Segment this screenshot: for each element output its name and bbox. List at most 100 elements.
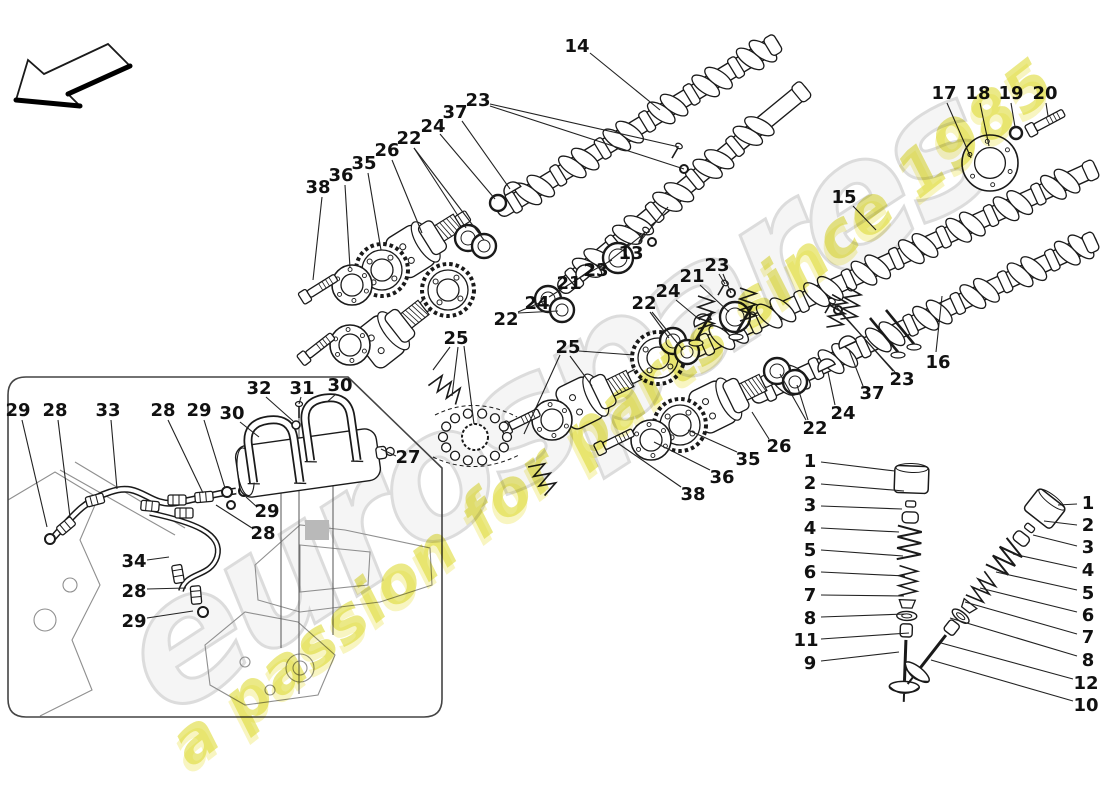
seal-ring xyxy=(1008,125,1024,141)
part-label-21[interactable]: 21 xyxy=(679,266,704,287)
screw-seal-ring xyxy=(291,420,301,430)
direction-arrow xyxy=(13,42,133,109)
part-label-24[interactable]: 24 xyxy=(830,403,855,424)
part-label-5[interactable]: 5 xyxy=(804,540,817,561)
seal-washer xyxy=(226,500,236,510)
woodruff-key xyxy=(817,358,837,373)
part-label-11[interactable]: 11 xyxy=(793,630,818,651)
part-label-29[interactable]: 29 xyxy=(254,501,279,522)
part-label-22[interactable]: 22 xyxy=(493,309,518,330)
part-label-13[interactable]: 13 xyxy=(618,243,643,264)
valve-in-situ xyxy=(694,311,714,341)
part-label-16[interactable]: 16 xyxy=(925,352,950,373)
woodruff-key xyxy=(575,264,594,281)
hose-fitting xyxy=(171,563,185,585)
valve-in-situ xyxy=(884,309,916,345)
part-label-32[interactable]: 32 xyxy=(246,378,271,399)
part-label-10[interactable]: 10 xyxy=(1073,695,1098,716)
part-label-15[interactable]: 15 xyxy=(831,187,856,208)
part-label-25[interactable]: 25 xyxy=(555,337,580,358)
part-label-17[interactable]: 17 xyxy=(931,83,956,104)
part-label-24[interactable]: 24 xyxy=(420,116,445,137)
part-label-24[interactable]: 24 xyxy=(524,293,549,314)
timing-sprocket xyxy=(420,262,476,318)
part-label-8[interactable]: 8 xyxy=(804,608,817,629)
seal-washer xyxy=(221,486,233,498)
part-label-7[interactable]: 7 xyxy=(1082,627,1095,648)
part-label-2[interactable]: 2 xyxy=(1082,515,1095,536)
part-label-25[interactable]: 25 xyxy=(443,328,468,349)
part-label-4[interactable]: 4 xyxy=(1082,560,1095,581)
part-label-35[interactable]: 35 xyxy=(735,449,760,470)
part-label-29[interactable]: 29 xyxy=(186,400,211,421)
spring xyxy=(825,293,850,328)
part-label-22[interactable]: 22 xyxy=(631,293,656,314)
part-label-29[interactable]: 29 xyxy=(5,400,30,421)
part-label-29[interactable]: 29 xyxy=(121,611,146,632)
part-label-28[interactable]: 28 xyxy=(250,523,275,544)
part-label-9[interactable]: 9 xyxy=(804,653,817,674)
seal-ring xyxy=(601,241,635,275)
part-label-23[interactable]: 23 xyxy=(889,369,914,390)
part-label-30[interactable]: 30 xyxy=(219,403,244,424)
part-label-12[interactable]: 12 xyxy=(1073,673,1098,694)
part-label-30[interactable]: 30 xyxy=(327,375,352,396)
spring xyxy=(695,295,717,330)
part-label-19[interactable]: 19 xyxy=(998,83,1023,104)
part-label-22[interactable]: 22 xyxy=(396,128,421,149)
part-label-23[interactable]: 23 xyxy=(583,260,608,281)
retaining-flange xyxy=(531,399,573,441)
part-label-36[interactable]: 36 xyxy=(709,467,734,488)
part-label-28[interactable]: 28 xyxy=(42,400,67,421)
woodruff-key xyxy=(838,335,858,350)
camshaft-1 xyxy=(495,34,783,217)
cap-screw xyxy=(824,297,836,314)
part-label-35[interactable]: 35 xyxy=(351,153,376,174)
part-label-28[interactable]: 28 xyxy=(150,400,175,421)
hose-fitting xyxy=(140,499,160,513)
part-label-38[interactable]: 38 xyxy=(680,484,705,505)
seal-ring xyxy=(470,232,498,260)
part-label-1[interactable]: 1 xyxy=(804,451,817,472)
part-label-14[interactable]: 14 xyxy=(564,36,589,57)
part-label-8[interactable]: 8 xyxy=(1082,650,1095,671)
part-label-34[interactable]: 34 xyxy=(121,551,146,572)
part-label-6[interactable]: 6 xyxy=(1082,605,1095,626)
hose-fitting xyxy=(56,516,76,536)
seal-washer xyxy=(197,606,209,618)
fixing-bolt xyxy=(296,332,336,366)
part-label-37[interactable]: 37 xyxy=(859,383,884,404)
part-label-4[interactable]: 4 xyxy=(804,518,817,539)
part-label-38[interactable]: 38 xyxy=(305,177,330,198)
part-label-1[interactable]: 1 xyxy=(1082,493,1095,514)
part-label-7[interactable]: 7 xyxy=(804,585,817,606)
part-label-31[interactable]: 31 xyxy=(289,378,314,399)
part-label-26[interactable]: 26 xyxy=(766,436,791,457)
spring xyxy=(527,462,558,497)
part-label-22[interactable]: 22 xyxy=(802,418,827,439)
part-label-20[interactable]: 20 xyxy=(1032,83,1057,104)
part-label-6[interactable]: 6 xyxy=(804,562,817,583)
o-ring xyxy=(647,237,657,247)
part-label-21[interactable]: 21 xyxy=(556,273,581,294)
valve-assembly xyxy=(888,462,930,702)
part-label-26[interactable]: 26 xyxy=(374,140,399,161)
part-label-3[interactable]: 3 xyxy=(1082,537,1095,558)
part-label-3[interactable]: 3 xyxy=(804,495,817,516)
part-label-24[interactable]: 24 xyxy=(655,281,680,302)
part-label-37[interactable]: 37 xyxy=(442,102,467,123)
part-label-23[interactable]: 23 xyxy=(465,90,490,111)
timing-chain xyxy=(432,405,520,467)
part-label-2[interactable]: 2 xyxy=(804,473,817,494)
hose-fitting xyxy=(84,492,106,508)
part-label-28[interactable]: 28 xyxy=(121,581,146,602)
part-label-18[interactable]: 18 xyxy=(965,83,990,104)
part-label-33[interactable]: 33 xyxy=(95,400,120,421)
inset-engine-sketch xyxy=(7,461,433,717)
part-label-5[interactable]: 5 xyxy=(1082,583,1095,604)
part-label-23[interactable]: 23 xyxy=(704,255,729,276)
part-label-27[interactable]: 27 xyxy=(395,447,420,468)
seal-ring xyxy=(548,296,576,324)
part-label-36[interactable]: 36 xyxy=(328,165,353,186)
